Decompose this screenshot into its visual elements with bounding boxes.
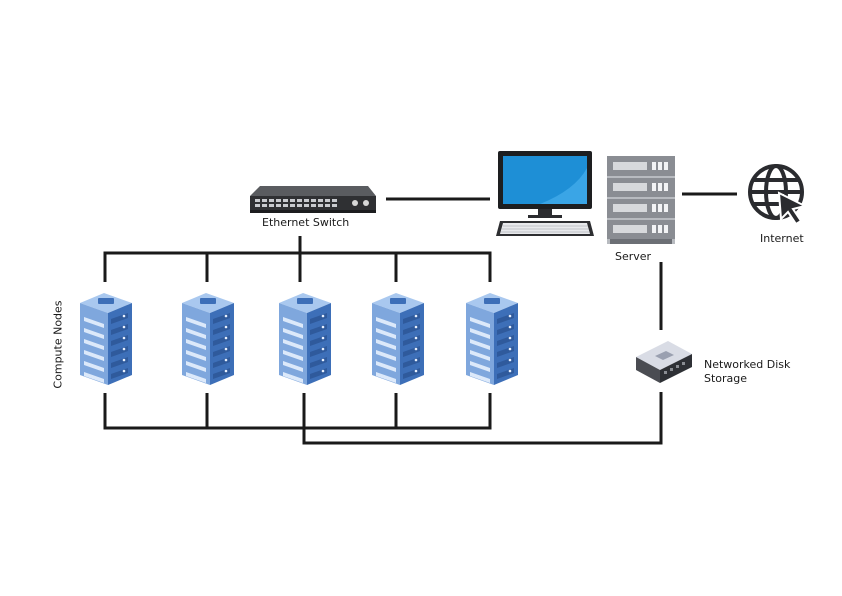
ethernet-switch-icon <box>250 186 376 213</box>
storage-link-line <box>302 392 663 445</box>
compute-node-icon <box>466 293 518 385</box>
cursor-icon <box>777 191 808 226</box>
ethernet-switch-label: Ethernet Switch <box>262 216 350 229</box>
server-rack-icon <box>607 156 675 244</box>
compute-node-icon <box>279 293 331 385</box>
globe-cursor-icon <box>748 164 804 220</box>
compute-node-icon <box>372 293 424 385</box>
storage-label-line1: Networked Disk <box>704 358 791 371</box>
disk-storage-icon <box>636 341 692 383</box>
storage-label-line2: Storage <box>704 372 748 385</box>
server-label: Server <box>615 250 652 263</box>
compute-node-icon <box>182 293 234 385</box>
monitor-icon <box>498 151 592 218</box>
internet-label: Internet <box>760 232 804 245</box>
compute-nodes-label: Compute Nodes <box>51 300 65 389</box>
switch-bus-line <box>103 251 492 282</box>
networked-disk-storage-label: Networked Disk Storage <box>704 358 814 386</box>
compute-nodes-group <box>80 293 518 385</box>
compute-node-icon <box>80 293 132 385</box>
storage-bus-line <box>103 393 492 430</box>
keyboard-icon <box>496 221 594 236</box>
connection-lines <box>103 192 737 445</box>
